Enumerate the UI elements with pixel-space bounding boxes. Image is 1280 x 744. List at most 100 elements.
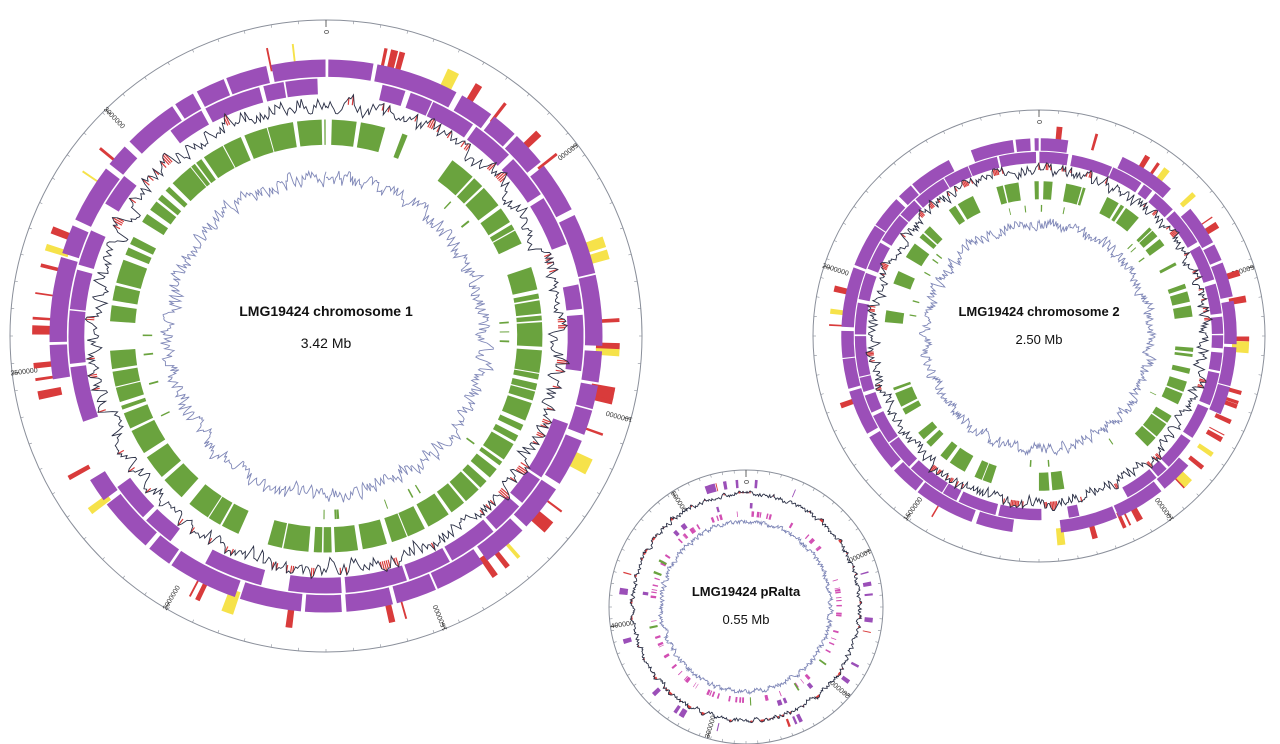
cds-forward-track-segment (374, 64, 457, 108)
green-gene-track-segment (1152, 406, 1172, 423)
scale-tick (505, 592, 508, 596)
gc-content-plot-peak (85, 318, 95, 321)
green-sparse-marks-segment (499, 321, 509, 324)
plasmid-pink-track-segment (788, 522, 794, 529)
green-gene-track-segment (172, 167, 207, 202)
green-gene-track-segment (130, 236, 157, 255)
green-gene-track-segment (437, 160, 473, 196)
scale-tick (613, 641, 617, 643)
scale-tick (565, 132, 569, 136)
green-gene-track-segment (398, 506, 425, 537)
rna-features-outer-segment (479, 555, 498, 579)
plasmid-cds-outer-segment (716, 722, 720, 732)
scale-major-tick (905, 512, 911, 520)
plasmid-green-marks (649, 559, 827, 706)
cds-reverse-track-segment (1067, 504, 1080, 518)
plasmid-pink-track-segment (686, 677, 691, 684)
green-gene-track-segment (1159, 262, 1177, 274)
plasmid-cds-outer-segment (860, 571, 869, 575)
plasmid-pink-track-segment (683, 533, 689, 539)
scale-major-tick (610, 625, 618, 627)
gc-content-plot-peak (1088, 170, 1092, 178)
cds-forward-track-segment (1113, 481, 1162, 517)
cds-forward-track-segment (841, 267, 866, 328)
gc-content-plot-peak (1197, 383, 1204, 387)
scale-tick-label: 400000 (610, 620, 634, 630)
cds-forward-track-segment (175, 93, 202, 119)
green-gene-track-segment (1004, 182, 1021, 203)
green-gene-track-segment (1077, 187, 1086, 206)
plasmid-pink-track-segment (671, 663, 678, 670)
plasmid-cds-inner-segment (680, 523, 688, 531)
green-gene-track-segment (296, 119, 323, 147)
scale-tick (1258, 296, 1262, 298)
green-sparse-marks-segment (1024, 205, 1027, 213)
scale-tick (634, 390, 638, 392)
scale-tick (865, 190, 869, 193)
green-gene-track-segment (150, 201, 177, 225)
scale-tick (547, 557, 550, 560)
scale-tick (613, 571, 617, 573)
scale-tick (1182, 506, 1185, 510)
plasmid-pink-track-segment (658, 644, 665, 648)
cds-reverse-track-segment (900, 200, 922, 223)
cds-reverse-track-segment (205, 87, 264, 123)
plasmid-pink-track-segment (657, 641, 664, 646)
mobile-element-features-segment (44, 243, 70, 258)
gc-content-plot-peak (1113, 483, 1118, 490)
green-gene-track-segment (480, 208, 511, 236)
green-gene-track-segment (221, 503, 249, 534)
scale-tick (687, 482, 690, 486)
plasmid-pink-track-segment (759, 512, 762, 518)
gc-content-plot-peak (395, 557, 400, 568)
plasmid-pink-track-segment (756, 511, 760, 518)
scale-tick-label: 1500000 (432, 604, 449, 632)
green-gene-track-segment (436, 483, 465, 513)
scale-tick (611, 582, 615, 585)
gc-content-plot-peak (1013, 500, 1016, 506)
scale-tick (1254, 393, 1258, 395)
gc-content-plot-peak (1054, 501, 1057, 509)
green-sparse-marks-segment (1127, 243, 1133, 250)
gc-content-plot-peak (992, 169, 996, 177)
scale-tick-label: 0 (322, 30, 329, 34)
cds-reverse-track-segment (968, 156, 1000, 177)
rna-features-outer-segment (1209, 426, 1225, 436)
scale-tick (39, 468, 43, 470)
scale-tick (893, 506, 896, 510)
cds-forward-track-segment (578, 274, 603, 346)
green-gene-track-segment (501, 395, 532, 421)
plasmid-pink-track-segment (650, 595, 657, 598)
gc-content-plot-peak (1151, 209, 1157, 215)
plasmid-pink-track-segment (716, 693, 721, 699)
green-gene-track (110, 119, 543, 553)
scale-tick (596, 492, 600, 495)
green-sparse-marks-segment (1138, 257, 1145, 263)
plasmid-cds-outer-segment (622, 637, 632, 644)
green-sparse-marks-segment (499, 331, 510, 333)
cds-reverse-track-segment (998, 151, 1037, 168)
scale-tick (875, 571, 879, 573)
scale-tick (52, 492, 56, 495)
gc-content-plot-peak (1017, 500, 1020, 507)
scale-tick (721, 472, 724, 476)
scale-tick (1114, 545, 1117, 549)
scale-tick (83, 132, 87, 136)
plasmid-pink-track-segment (765, 513, 769, 520)
gc-content-plot-peak (498, 490, 509, 501)
plasmid-rna-marks-segment (623, 571, 632, 576)
scale-tick (380, 644, 382, 648)
plasmid-cds-outer-segment (722, 481, 728, 490)
green-sparse-marks-segment (143, 352, 154, 356)
scale-tick (1240, 429, 1244, 432)
green-gene-track-segment (191, 163, 211, 187)
cds-forward-track-segment (483, 116, 515, 147)
cds-reverse-track-segment (146, 509, 180, 542)
rna-features-outer-segment (1090, 133, 1099, 151)
scale-tick (640, 692, 644, 696)
scale-tick (1077, 113, 1079, 117)
scale-tick (432, 38, 435, 42)
gc-content-plot-peak (995, 169, 998, 176)
gc-content-plot-peak (159, 160, 167, 168)
scale-tick (909, 518, 912, 522)
